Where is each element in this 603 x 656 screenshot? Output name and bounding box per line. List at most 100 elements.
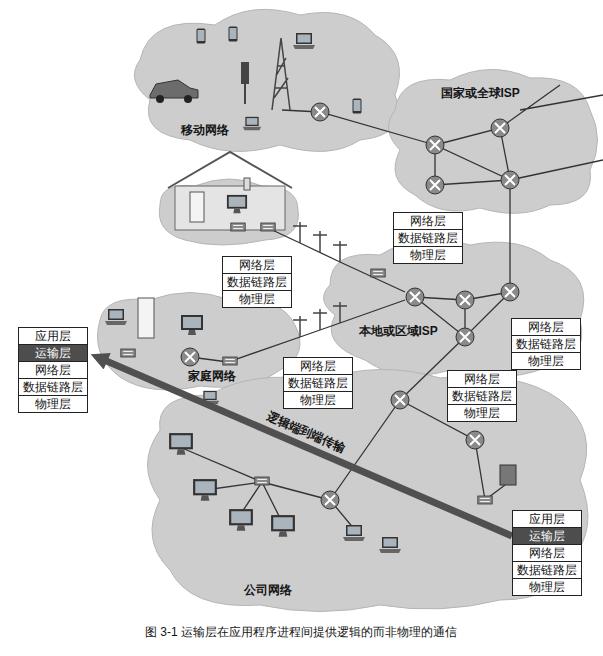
core-regional-link xyxy=(509,180,510,292)
thermometer xyxy=(244,178,250,190)
network-name: 国家或全球ISP xyxy=(441,86,520,100)
router xyxy=(426,136,444,154)
modem xyxy=(371,269,385,277)
layer-name: 网络层 xyxy=(300,359,336,373)
layer-name: 物理层 xyxy=(239,292,275,306)
layer-name: 数据链路层 xyxy=(516,337,576,351)
car xyxy=(150,80,198,98)
router xyxy=(181,348,199,366)
layer-box: 数据链路层 xyxy=(393,229,463,247)
phone xyxy=(353,99,362,114)
traffic-light-pole xyxy=(244,84,246,104)
layer-name: 运输层 xyxy=(35,346,71,360)
desktop xyxy=(229,509,253,531)
desktop xyxy=(169,433,193,455)
server xyxy=(500,465,516,485)
layer-name: 网络层 xyxy=(35,363,71,377)
layer-box: 网络层 xyxy=(512,544,582,562)
router xyxy=(311,103,329,121)
desktop xyxy=(227,195,247,213)
layer-box: 数据链路层 xyxy=(283,374,353,392)
phone xyxy=(197,29,206,44)
layer-box: 应用层 xyxy=(512,510,582,528)
layer-name: 数据链路层 xyxy=(288,376,348,390)
laptop xyxy=(243,117,261,130)
layer-box: 物理层 xyxy=(447,404,517,422)
layer-box: 物理层 xyxy=(283,391,353,409)
router xyxy=(466,431,484,449)
house-ground xyxy=(159,179,298,245)
router xyxy=(501,171,519,189)
layer-box: 数据链路层 xyxy=(511,335,581,353)
global-isp-cloud xyxy=(389,69,598,213)
mobile-network-cloud xyxy=(134,9,399,151)
layer-box: 应用层 xyxy=(18,327,88,345)
laptop xyxy=(343,525,365,541)
layer-name: 数据链路层 xyxy=(398,231,458,245)
layer-name: 物理层 xyxy=(410,248,446,262)
layer-box: 数据链路层 xyxy=(512,561,582,579)
layer-name: 物理层 xyxy=(529,580,565,594)
layer-box: 网络层 xyxy=(447,370,517,388)
modem xyxy=(121,349,135,357)
layer-box: 数据链路层 xyxy=(222,273,292,291)
layer-name: 应用层 xyxy=(35,329,71,343)
transport-layer-box: 运输层 xyxy=(512,527,582,545)
layer-name: 物理层 xyxy=(528,354,564,368)
switch xyxy=(478,496,492,504)
modem xyxy=(261,223,275,231)
desktop xyxy=(193,479,217,501)
utility-poles xyxy=(293,222,347,337)
switch xyxy=(255,477,269,485)
network-name: 移动网络 xyxy=(181,123,229,137)
laptop xyxy=(293,33,315,49)
router xyxy=(491,119,509,137)
layer-name: 应用层 xyxy=(529,512,565,526)
layer-box: 网络层 xyxy=(222,256,292,274)
router xyxy=(426,176,444,194)
figure-caption: 图 3-1 运输层在应用程序进程间提供逻辑的而非物理的通信 xyxy=(145,625,457,639)
layer-box: 网络层 xyxy=(393,212,463,230)
layer-box: 物理层 xyxy=(511,352,581,370)
router xyxy=(456,328,474,346)
router xyxy=(406,288,424,306)
router xyxy=(456,291,474,309)
network-name: 公司网络 xyxy=(244,583,292,597)
layer-name: 网络层 xyxy=(410,214,446,228)
laptop xyxy=(105,309,127,325)
layer-name: 数据链路层 xyxy=(227,275,287,289)
layer-name: 物理层 xyxy=(464,406,500,420)
traffic-light xyxy=(241,62,249,84)
modem xyxy=(223,357,237,365)
mobile-link xyxy=(282,110,435,145)
layer-box: 网络层 xyxy=(18,361,88,379)
layer-box: 数据链路层 xyxy=(18,378,88,396)
router xyxy=(501,283,519,301)
layer-name: 网络层 xyxy=(529,546,565,560)
house-roof xyxy=(168,152,292,188)
cell-tower xyxy=(272,38,290,110)
layer-name: 网络层 xyxy=(464,372,500,386)
layer-box: 物理层 xyxy=(393,246,463,264)
layer-name: 网络层 xyxy=(528,320,564,334)
network-links xyxy=(182,85,603,530)
layer-box: 物理层 xyxy=(512,578,582,596)
desktop xyxy=(271,515,295,537)
layer-box: 数据链路层 xyxy=(447,387,517,405)
fridge xyxy=(138,298,154,338)
router xyxy=(321,491,339,509)
network-name: 家庭网络 xyxy=(188,369,236,383)
car-wheel xyxy=(156,95,164,103)
car-wheel xyxy=(184,95,192,103)
router xyxy=(391,391,409,409)
network-name: 本地或区域ISP xyxy=(359,324,438,338)
fridge xyxy=(190,192,204,222)
phone xyxy=(229,27,238,42)
layer-box: 网络层 xyxy=(283,357,353,375)
home-router xyxy=(231,223,245,231)
layer-name: 网络层 xyxy=(239,258,275,272)
layer-name: 物理层 xyxy=(300,393,336,407)
layer-box: 网络层 xyxy=(511,318,581,336)
transport-layer-box: 运输层 xyxy=(18,344,88,362)
layer-box: 物理层 xyxy=(18,395,88,413)
